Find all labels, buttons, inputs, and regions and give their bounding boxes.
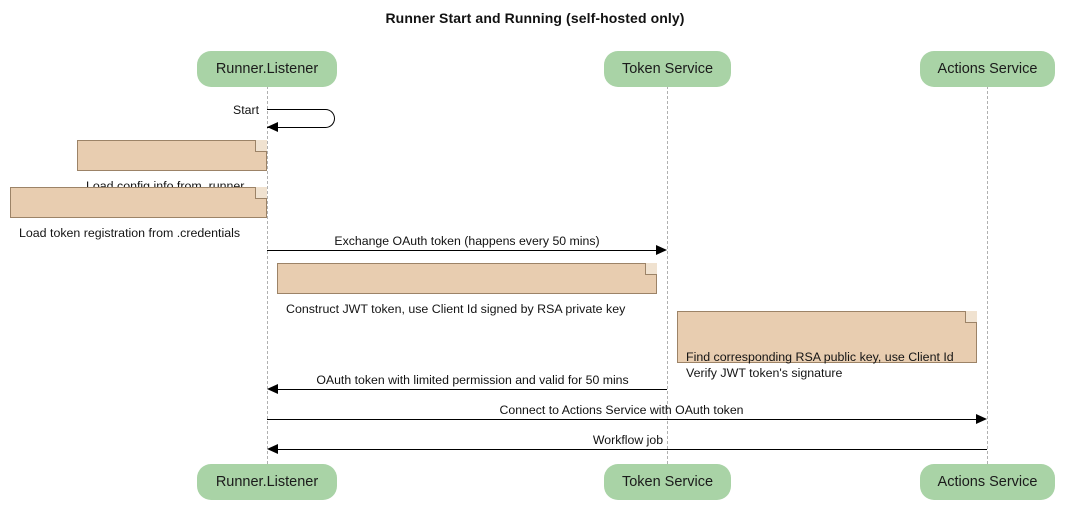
participant-token-service-bottom[interactable]: Token Service	[604, 464, 731, 500]
participant-token-service-top[interactable]: Token Service	[604, 51, 731, 87]
diagram-title: Runner Start and Running (self-hosted on…	[385, 10, 685, 26]
note-construct-jwt: Construct JWT token, use Client Id signe…	[277, 263, 657, 316]
arrowhead-exchange-oauth-token	[656, 245, 667, 255]
participant-label: Token Service	[621, 61, 714, 77]
arrowhead-start	[267, 122, 278, 132]
participant-actions-service-top[interactable]: Actions Service	[920, 51, 1055, 87]
message-line-connect-actions-service	[267, 419, 976, 420]
arrowhead-oauth-token-response	[267, 384, 278, 394]
participant-runner-listener-bottom[interactable]: Runner.Listener	[197, 464, 337, 500]
participant-runner-listener-top[interactable]: Runner.Listener	[197, 51, 337, 87]
arrowhead-workflow-job	[267, 444, 278, 454]
participant-label: Actions Service	[937, 61, 1038, 77]
lifeline-token-service	[667, 86, 668, 464]
note-load-token-registration: Load token registration from .credential…	[10, 187, 267, 240]
participant-actions-service-bottom[interactable]: Actions Service	[920, 464, 1055, 500]
note-fold-icon	[255, 187, 267, 199]
note-text: Find corresponding RSA public key, use C…	[686, 350, 954, 380]
message-line-workflow-job	[278, 449, 987, 450]
participant-label: Runner.Listener	[215, 474, 319, 490]
participant-label: Actions Service	[937, 474, 1038, 490]
lifeline-actions-service	[987, 86, 988, 464]
message-label-connect-actions-service: Connect to Actions Service with OAuth to…	[499, 403, 744, 417]
note-text: Construct JWT token, use Client Id signe…	[286, 302, 626, 316]
participant-label: Runner.Listener	[215, 61, 319, 77]
message-label-exchange-oauth-token: Exchange OAuth token (happens every 50 m…	[334, 234, 600, 248]
note-verify-jwt: Find corresponding RSA public key, use C…	[677, 311, 977, 380]
message-line-oauth-token-response	[278, 389, 667, 390]
message-label-workflow-job: Workflow job	[592, 433, 664, 447]
note-fold-icon	[255, 140, 267, 152]
lifeline-runner-listener	[267, 86, 268, 464]
note-text: Load token registration from .credential…	[19, 226, 241, 240]
note-fold-icon	[645, 263, 657, 275]
arrowhead-connect-actions-service	[976, 414, 987, 424]
message-self-loop-start	[267, 109, 335, 128]
message-label-oauth-token-response: OAuth token with limited permission and …	[316, 373, 629, 387]
message-label-start: Start	[233, 103, 259, 117]
message-line-exchange-oauth-token	[267, 250, 656, 251]
participant-label: Token Service	[621, 474, 714, 490]
note-fold-icon	[965, 311, 977, 323]
note-load-config: Load config info from .runner	[77, 140, 267, 193]
